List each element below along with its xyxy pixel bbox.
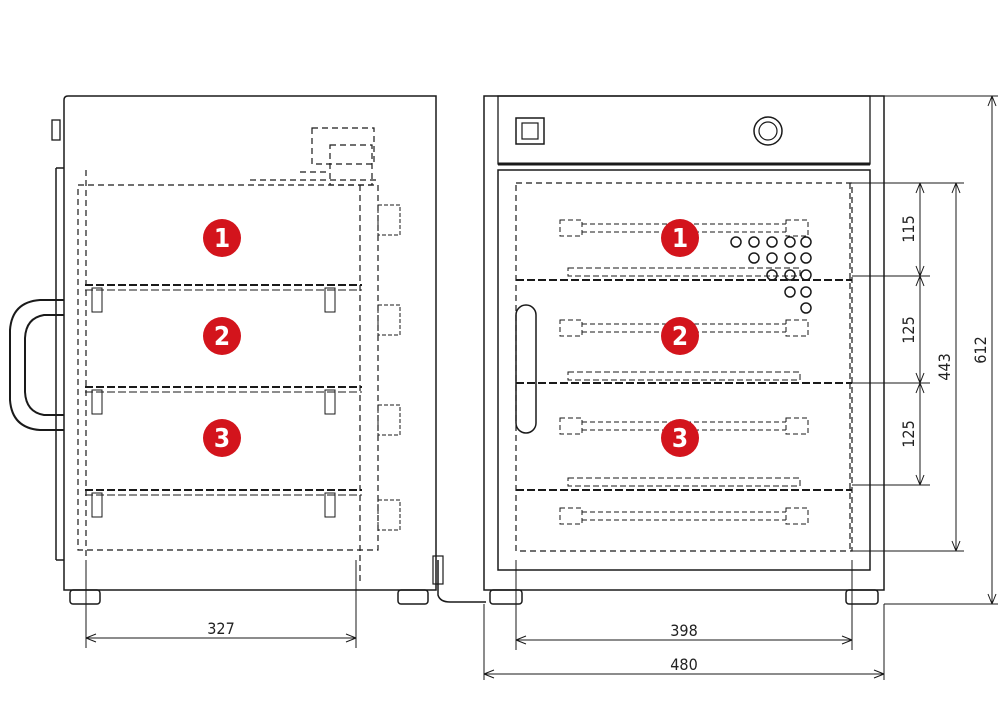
- front-view: [483, 95, 885, 605]
- dim-398: 398: [670, 621, 697, 640]
- side-badge-3: 3: [203, 419, 241, 457]
- front-shelf-1: [516, 267, 852, 281]
- front-foot-left: [489, 589, 523, 605]
- dim-125-a: 125: [899, 316, 918, 343]
- front-badge-2: 2: [661, 317, 699, 355]
- side-foot-right: [397, 589, 429, 605]
- front-badge-1: 1: [661, 219, 699, 257]
- side-view: [9, 95, 486, 605]
- side-handle: [9, 299, 64, 431]
- side-shelf-2: [85, 386, 362, 415]
- dimension-labels: 327 398 480 115 125 125 443 612: [207, 215, 990, 674]
- svg-text:1: 1: [214, 224, 230, 254]
- power-switch-icon: [515, 117, 545, 145]
- dimension-lines: [85, 95, 998, 680]
- front-shelf-2: [516, 371, 852, 384]
- control-knob-icon: [753, 116, 783, 146]
- power-cable: [437, 560, 486, 603]
- front-foot-right: [845, 589, 879, 605]
- dim-125-b: 125: [899, 420, 918, 447]
- front-shelf-3: [516, 477, 852, 491]
- dim-115: 115: [899, 215, 918, 242]
- svg-text:3: 3: [672, 424, 688, 454]
- svg-text:2: 2: [214, 322, 230, 352]
- svg-text:3: 3: [214, 424, 230, 454]
- side-view-body: [63, 95, 437, 591]
- dim-480: 480: [670, 655, 697, 674]
- dim-612: 612: [971, 336, 990, 363]
- ventilation-holes: [730, 236, 812, 314]
- side-badge-1: 1: [203, 219, 241, 257]
- side-shelf-1: [85, 284, 362, 313]
- side-shelf-3: [85, 489, 362, 518]
- svg-text:2: 2: [672, 322, 688, 352]
- dim-327: 327: [207, 619, 234, 638]
- side-badge-2: 2: [203, 317, 241, 355]
- side-foot-left: [69, 589, 101, 605]
- dim-443: 443: [935, 353, 954, 380]
- door-handle: [515, 304, 537, 434]
- shelf-badges: 1 2 3 1 2 3: [203, 219, 699, 457]
- front-badge-3: 3: [661, 419, 699, 457]
- svg-text:1: 1: [672, 224, 688, 254]
